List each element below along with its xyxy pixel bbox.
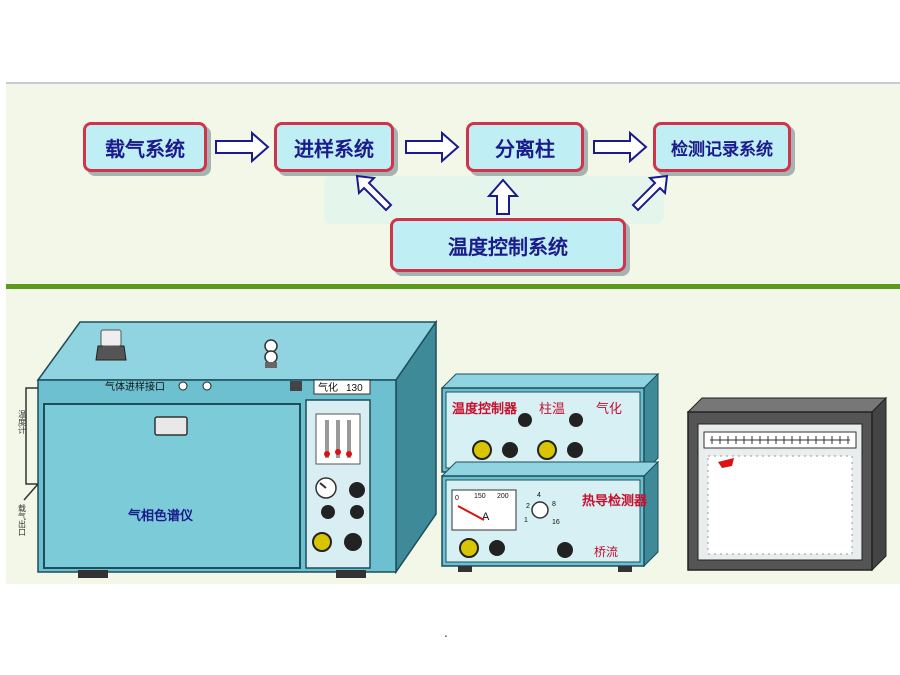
meter-tick: 0 [455,495,459,502]
instrument-scene: 气体进样接口 气化 130 气相色谱仪 温度计 载气出口 [18,319,888,578]
column-label: 分离柱 [495,136,555,161]
instrument-label: 气相色谱仪 [128,508,194,524]
carrier-gas-label: 载气系统 [105,136,185,161]
knob-icon [459,538,479,558]
detector-record-label: 检测记录系统 [671,139,773,160]
knob-icon [537,440,557,460]
dial-tick: 8 [552,501,556,508]
dial-tick: 2 [526,503,530,510]
inlet-port-icon [290,381,302,391]
knob-icon [312,532,332,552]
knob-icon [489,540,505,556]
range-dial-icon [531,501,549,519]
ammeter [451,489,517,531]
knob-icon [557,542,573,558]
arrow-diag-right [631,174,669,212]
meter-tick: 200 [497,493,509,500]
column-temp-label: 柱温 [539,402,565,417]
temperature-control-box: 温度控制系统 [390,218,626,272]
dial-tick: 16 [552,519,560,526]
gas-outlet-label: 载气出口 [18,503,27,536]
injection-label: 进样系统 [294,136,374,161]
injection-box: 进样系统 [274,122,394,172]
gauge-value: 130 [346,383,363,394]
bridge-current-label: 桥流 [594,545,618,559]
arrow-diag-left [355,174,393,212]
inlet-label: 气体进样接口 [105,380,165,393]
controller-label: 温度控制器 [452,401,518,417]
knob-icon [321,505,335,519]
gauge-label: 气化 [318,381,338,394]
temperature-control-label: 温度控制系统 [448,234,568,259]
knob-icon [569,413,583,427]
detector-unit: 0 150 200 A 2 4 8 16 1 热导检测器 桥流 [440,460,660,572]
arrow-right-2 [405,130,460,164]
knob-icon [350,505,364,519]
dial-tick: 1 [524,517,528,524]
pen-icon [718,458,734,468]
knob-icon [344,533,362,551]
footer-dot: . [444,626,448,640]
column-box: 分离柱 [466,122,584,172]
dial-tick: 4 [537,492,541,499]
meter-unit: A [482,511,490,523]
meter-tick: 150 [474,493,486,500]
knob-icon [502,442,518,458]
door-handle [154,416,188,436]
top-rule [6,82,900,85]
temperature-controller: 温度控制器 柱温 气化 [440,372,660,474]
detector-label: 热导检测器 [582,493,648,509]
carrier-gas-box: 载气系统 [83,122,207,172]
knob-icon [349,482,365,498]
chart-recorder [686,396,888,572]
flow-arrows [215,130,669,215]
arrow-right-3 [593,130,648,164]
valve-icon [264,339,278,368]
knob-icon [518,413,532,427]
top-knob-icon [95,345,127,361]
knob-icon [472,440,492,460]
divider-rule [6,284,900,289]
thermometer-label: 温度计 [18,410,27,435]
arrow-up-center [486,178,520,215]
vaporize-label: 气化 [596,401,622,417]
knob-icon [567,442,583,458]
detector-record-box: 检测记录系统 [653,122,791,172]
arrow-right-1 [215,130,270,164]
gc-instrument: 气体进样接口 气化 130 气相色谱仪 温度计 载气出口 [18,319,438,578]
